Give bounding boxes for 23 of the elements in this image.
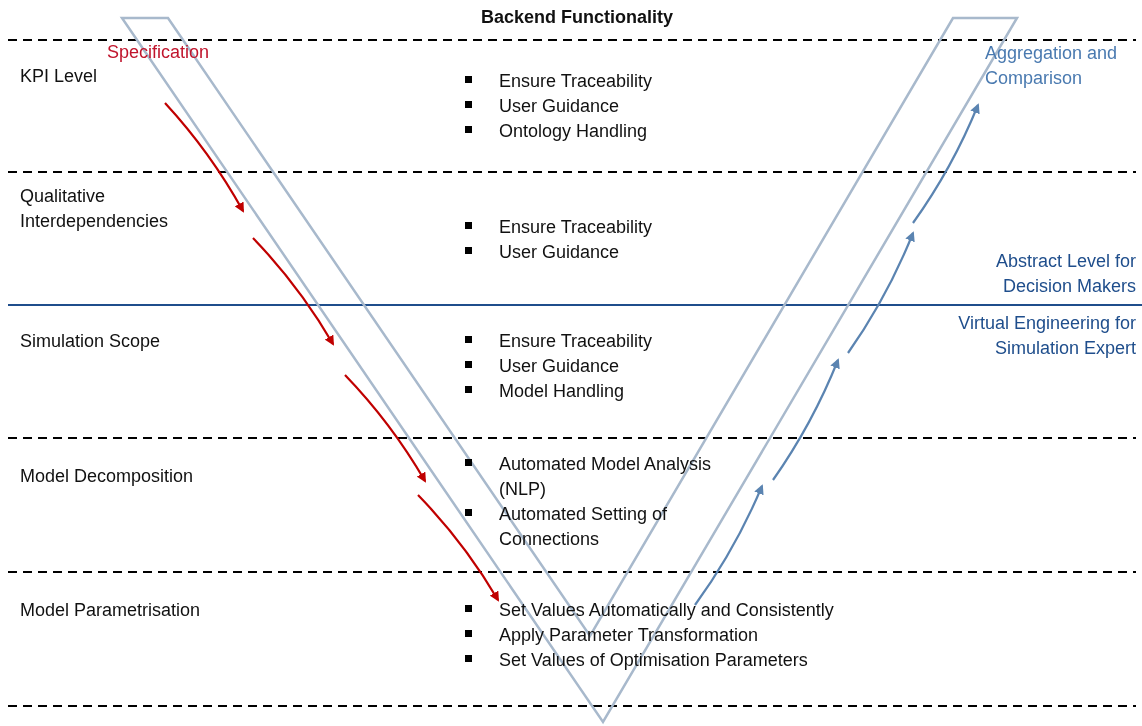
- level-label: Model Parametrisation: [20, 599, 202, 622]
- function-item: Model Handling: [499, 380, 626, 403]
- level-label: Model Decomposition: [20, 465, 195, 488]
- phase-label: Specification: [107, 41, 211, 64]
- function-item: Ensure Traceability: [499, 216, 654, 239]
- function-item: Ensure Traceability: [499, 70, 654, 93]
- function-item: Ontology Handling: [499, 120, 649, 143]
- function-item: Automated Setting of Connections: [499, 503, 669, 551]
- function-item: User Guidance: [499, 241, 621, 264]
- function-item: User Guidance: [499, 95, 621, 118]
- function-item: Automated Model Analysis (NLP): [499, 453, 713, 501]
- function-item: Set Values of Optimisation Parameters: [499, 649, 809, 672]
- diagram-title: Backend Functionality: [479, 6, 674, 29]
- function-item: Apply Parameter Transformation: [499, 624, 760, 647]
- function-item: User Guidance: [499, 355, 621, 378]
- level-label: Qualitative Interdependencies: [20, 185, 170, 233]
- level-label: KPI Level: [20, 65, 99, 88]
- level-label: Simulation Scope: [20, 330, 162, 353]
- phase-label: Aggregation and Comparison: [985, 42, 1119, 90]
- audience-label: Abstract Level for Decision Makers: [994, 250, 1136, 298]
- function-item: Ensure Traceability: [499, 330, 654, 353]
- audience-label: Virtual Engineering for Simulation Expert: [957, 312, 1136, 360]
- function-item: Set Values Automatically and Consistently: [499, 599, 835, 622]
